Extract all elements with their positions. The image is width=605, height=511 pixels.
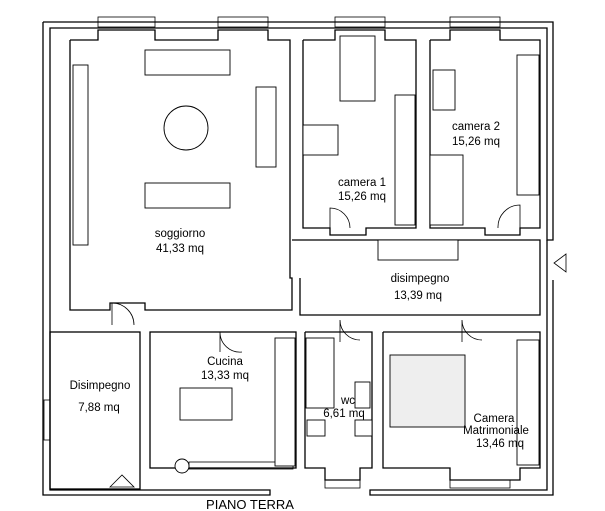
entrance-arrow-icon (109, 474, 135, 488)
room-matrimoniale-walls (382, 331, 541, 481)
outer-walls (42, 21, 554, 496)
room-area-wc: 6,61 mq (323, 408, 365, 420)
room-label-disimpegno: disimpegno (391, 273, 450, 285)
room-area-camera1: 15,26 mq (338, 191, 386, 203)
room-area-matrimoniale: 13,46 mq (476, 438, 524, 450)
room-soggiorno-walls (69, 29, 293, 311)
room-label-camera1: camera 1 (338, 177, 386, 189)
room-label-soggiorno: soggiorno (155, 228, 206, 240)
bedroom-furniture (389, 339, 540, 466)
room-camera2-walls (429, 29, 541, 236)
room-area-disimpegno-left: 7,88 mq (78, 402, 120, 414)
camera1-furniture (302, 35, 416, 226)
entrance-arrow-right-icon (553, 253, 567, 273)
camera2-furniture (429, 54, 540, 226)
room-label-disimpegno-left: Disimpegno (70, 380, 131, 392)
bathroom-fixtures (305, 337, 373, 437)
room-area-cucina: 13,33 mq (201, 370, 249, 382)
room-cucina-walls (149, 331, 297, 469)
windows (43, 16, 511, 489)
room-area-soggiorno: 41,33 mq (156, 243, 204, 255)
kitchen-furniture (179, 337, 296, 467)
room-label-camera2: camera 2 (452, 121, 500, 133)
room-label-wc: wc (340, 395, 355, 407)
plan-title: PIANO TERRA (206, 497, 294, 511)
room-label-matrimoniale: Camera (474, 413, 516, 425)
doors (111, 204, 521, 353)
room-area-camera2: 15,26 mq (452, 136, 500, 148)
room-label-matrimoniale-2: Matrimoniale (463, 425, 529, 437)
corridor-cabinet (377, 239, 459, 261)
room-area-disimpegno: 13,39 mq (394, 290, 442, 302)
room-label-cucina: Cucina (207, 356, 243, 368)
living-furniture (72, 49, 277, 246)
